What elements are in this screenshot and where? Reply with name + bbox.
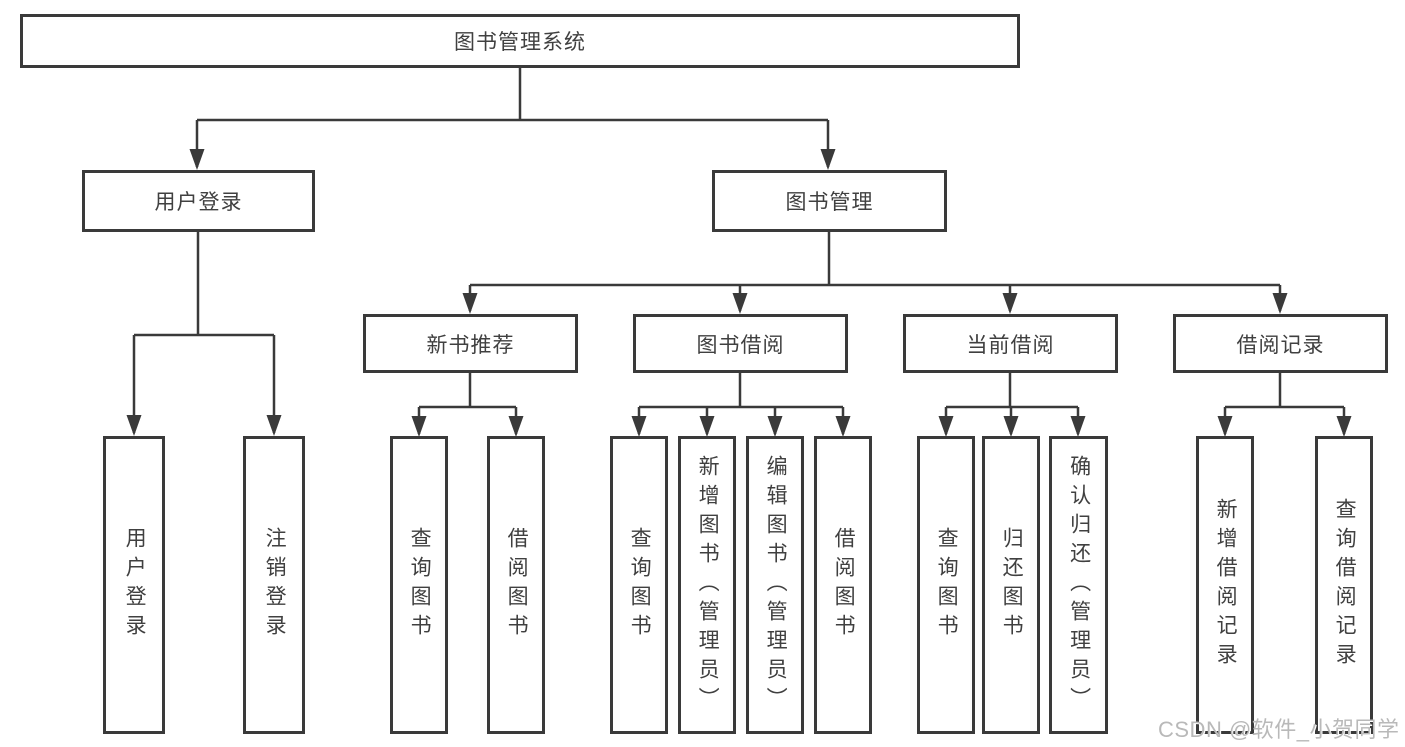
node-label: 用户登录 (154, 191, 243, 214)
leaf-return-books: 归还图书 (982, 436, 1040, 734)
leaf-label: 用户登录 (123, 527, 147, 643)
node-label: 图书管理 (785, 191, 874, 214)
leaf-label: 确认归还（管理员） (1067, 454, 1091, 716)
node-user-login: 用户登录 (82, 170, 315, 232)
leaf-add-borrow-record: 新增借阅记录 (1196, 436, 1254, 734)
node-label: 借阅记录 (1236, 333, 1325, 357)
node-label: 图书借阅 (696, 333, 785, 357)
leaf-borrow-books: 借阅图书 (814, 436, 872, 734)
leaf-label: 查询图书 (935, 527, 959, 643)
node-borrow-records: 借阅记录 (1173, 314, 1388, 373)
leaf-user-login: 用户登录 (103, 436, 165, 734)
csdn-watermark: CSDN @软件_小贺同学 (1158, 717, 1400, 742)
leaf-label: 查询图书 (408, 527, 432, 643)
node-library-management-system: 图书管理系统 (20, 14, 1020, 68)
leaf-label: 查询图书 (628, 527, 652, 643)
node-label: 当前借阅 (966, 333, 1055, 357)
leaf-logout: 注销登录 (243, 436, 305, 734)
node-label: 图书管理系统 (454, 31, 586, 54)
node-label: 新书推荐 (426, 333, 515, 357)
node-book-management: 图书管理 (712, 170, 947, 232)
arrowhead-icons (126, 149, 1352, 437)
leaf-borrow-books: 借阅图书 (487, 436, 545, 734)
leaf-label: 查询借阅记录 (1333, 498, 1357, 672)
leaf-label: 归还图书 (1000, 527, 1024, 643)
leaf-label: 注销登录 (263, 527, 287, 643)
leaf-label: 借阅图书 (832, 527, 856, 643)
leaf-label: 新增图书（管理员） (696, 454, 720, 716)
leaf-label: 借阅图书 (505, 527, 529, 643)
leaf-edit-books-admin: 编辑图书（管理员） (746, 436, 804, 734)
node-current-borrow: 当前借阅 (903, 314, 1118, 373)
leaf-add-books-admin: 新增图书（管理员） (678, 436, 736, 734)
leaf-query-books: 查询图书 (610, 436, 668, 734)
leaf-label: 编辑图书（管理员） (764, 454, 788, 716)
node-new-book-recommend: 新书推荐 (363, 314, 578, 373)
leaf-query-borrow-record: 查询借阅记录 (1315, 436, 1373, 734)
leaf-confirm-return-admin: 确认归还（管理员） (1049, 436, 1108, 734)
leaf-query-books: 查询图书 (390, 436, 448, 734)
node-book-borrow: 图书借阅 (633, 314, 848, 373)
leaf-query-books: 查询图书 (917, 436, 975, 734)
leaf-label: 新增借阅记录 (1214, 498, 1238, 672)
